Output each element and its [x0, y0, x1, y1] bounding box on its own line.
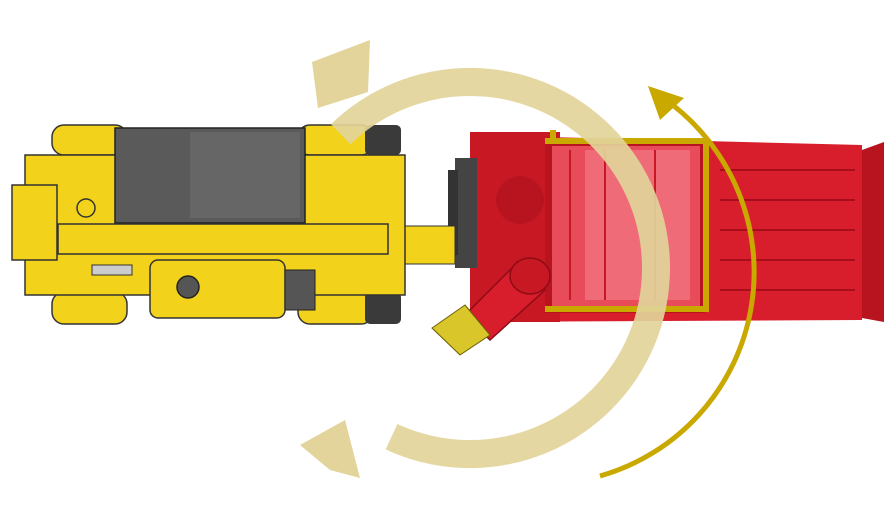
arc-arrowhead-bottom — [300, 420, 360, 478]
telehandler-loader — [11, 124, 406, 325]
rotation-arrow — [599, 86, 757, 479]
arrow-head — [648, 86, 684, 120]
boom — [57, 223, 389, 255]
spreader-chute — [431, 257, 551, 356]
spread-distance-label: spreads up to 13.5m* — [373, 18, 618, 70]
arc-arrowhead-top — [312, 40, 370, 108]
